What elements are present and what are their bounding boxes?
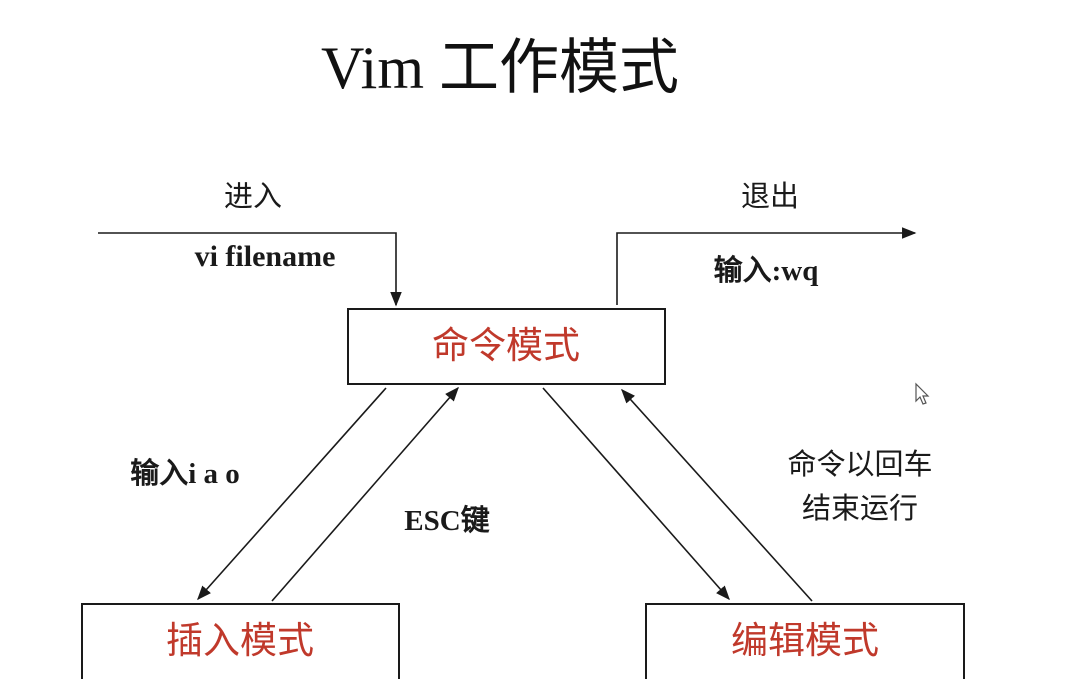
exit-label: 退出 (741, 179, 799, 213)
page-title: Vim 工作模式 (321, 35, 679, 101)
edit-mode-node: 编辑模式 (645, 603, 965, 679)
insert-mode-node: 插入模式 (81, 603, 400, 679)
run-label-line1: 命令以回车 (787, 447, 932, 481)
insert-mode-label: 插入模式 (166, 619, 314, 662)
esc-key-label: ESC键 (404, 504, 489, 537)
run-label-line2: 结束运行 (802, 491, 918, 525)
enter-arrow (98, 232, 402, 307)
insert-keys-label: 输入i a o (130, 456, 240, 490)
edit-mode-box (645, 603, 965, 679)
edit-mode-label: 编辑模式 (731, 619, 879, 662)
insert-to-command-arrow (271, 386, 459, 602)
enter-command-label: vi filename (195, 240, 336, 273)
command-to-insert-arrow (197, 387, 387, 601)
command-mode-label: 命令模式 (432, 324, 580, 367)
exit-command-label: 输入:wq (714, 253, 819, 287)
mouse-pointer-icon (915, 382, 930, 405)
insert-mode-box (81, 603, 400, 679)
exit-arrow (616, 227, 917, 305)
command-mode-box (347, 308, 666, 385)
command-mode-node: 命令模式 (347, 308, 666, 385)
command-to-edit-arrow (542, 387, 730, 601)
edit-to-command-arrow (621, 388, 813, 602)
enter-label: 进入 (224, 179, 282, 213)
